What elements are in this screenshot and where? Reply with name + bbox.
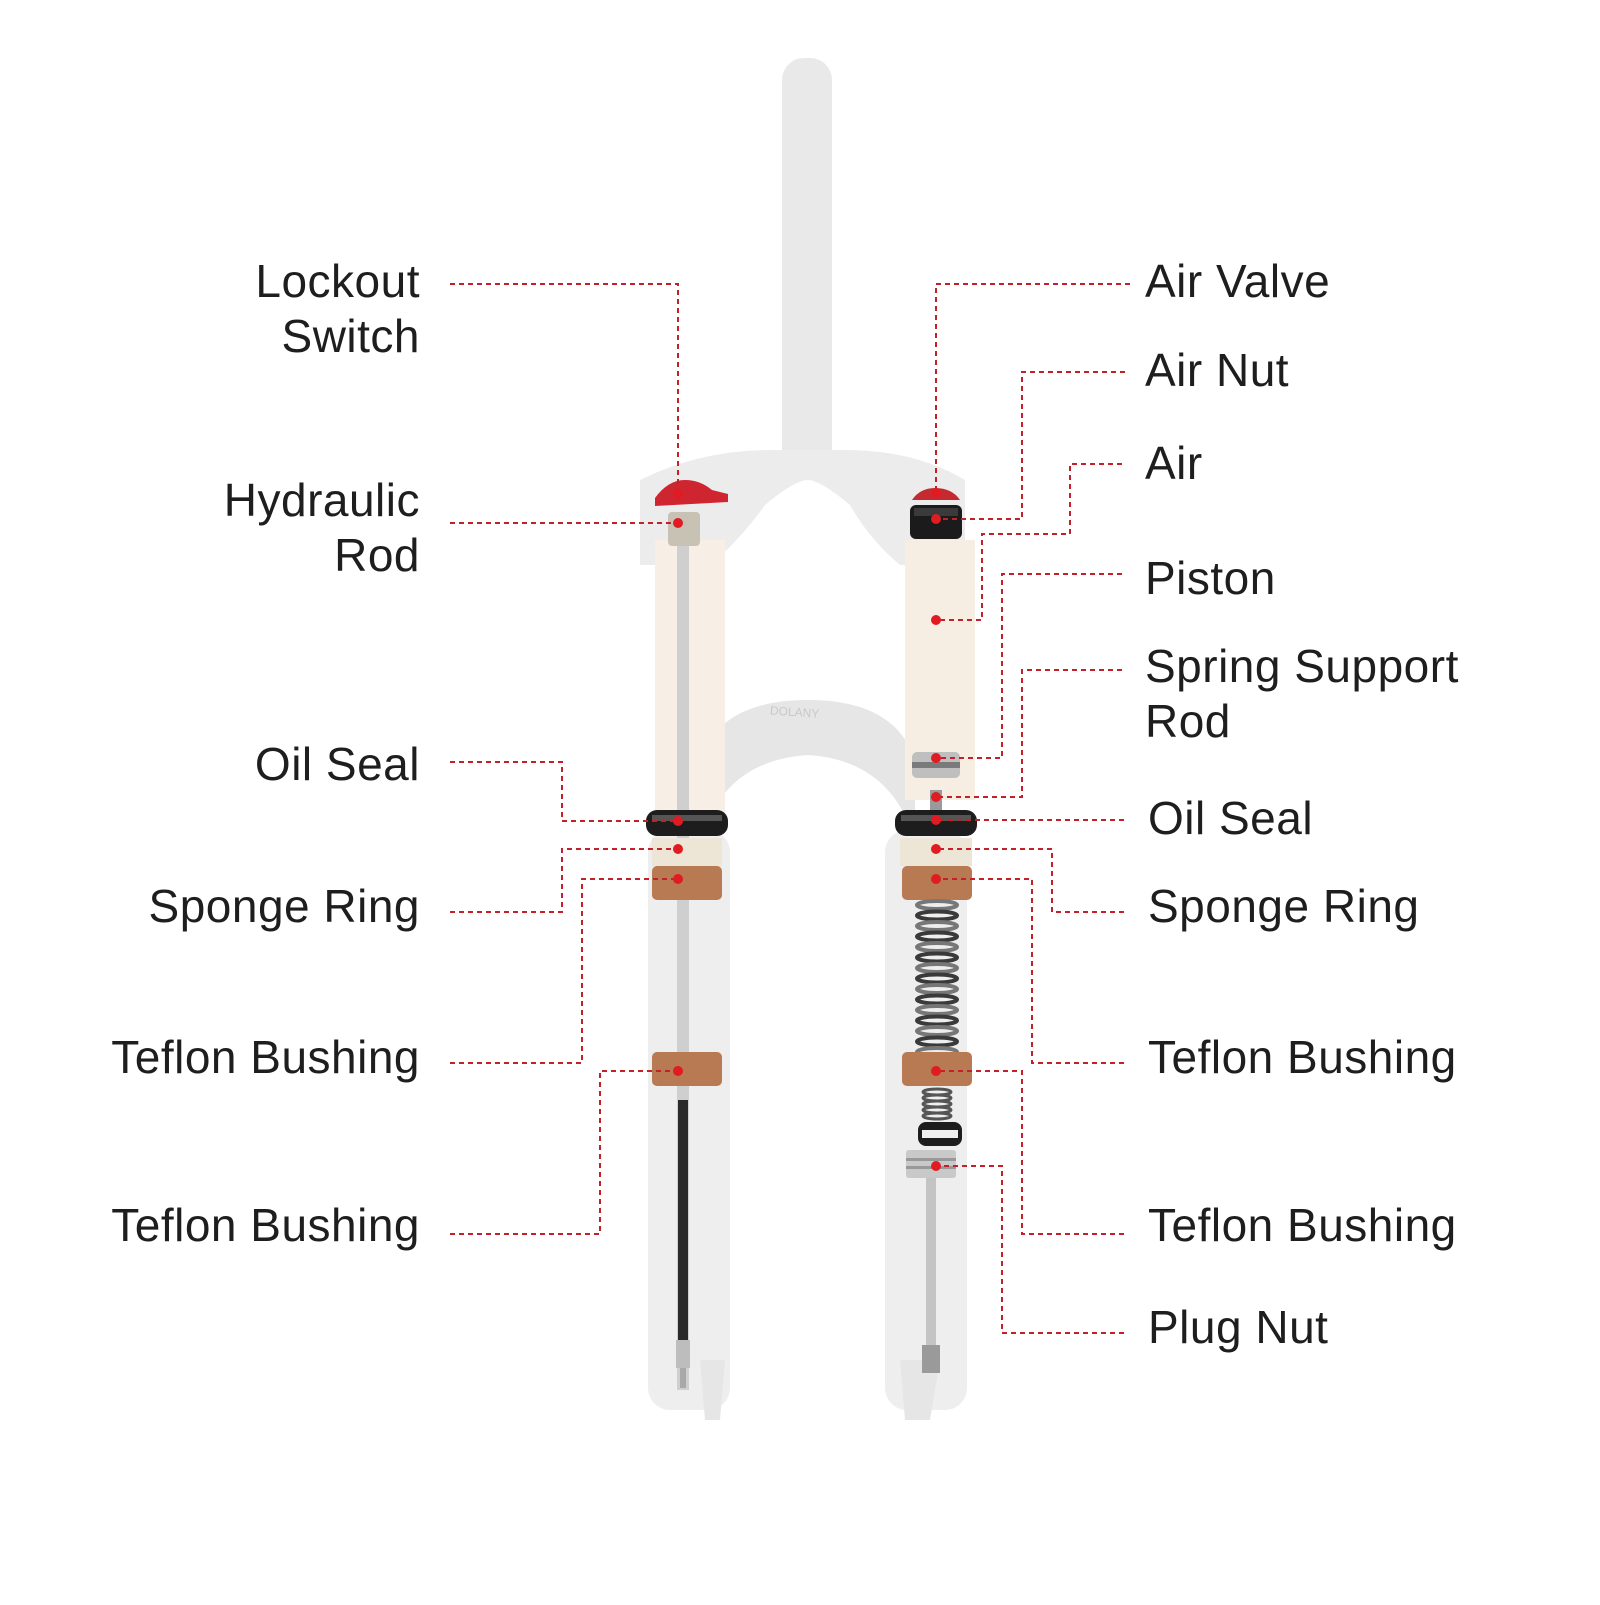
leader-oil-seal-left (450, 761, 678, 822)
leader-plug-nut-dot (931, 1161, 941, 1171)
leader-air-nut-dot (931, 514, 941, 524)
left-oil-seal (646, 810, 728, 836)
label-teflon-bushing-left-lower: Teflon Bushing (111, 1199, 420, 1251)
spring-coil (915, 983, 959, 995)
label-air: Air (1145, 437, 1203, 489)
leader-air-valve (935, 283, 1130, 493)
left-lower-bushing (652, 1052, 722, 1086)
plug-nut (906, 1150, 956, 1178)
lockout-switch-cap (655, 480, 728, 506)
label-hydraulic-rod: Hydraulic Rod (223, 474, 420, 581)
leader-hydraulic-rod-dot (673, 518, 683, 528)
spring-coil (915, 1014, 959, 1027)
label-spring-support-rod: Spring Support Rod (1145, 640, 1459, 747)
label-teflon-bushing-right-upper: Teflon Bushing (1148, 1031, 1457, 1083)
leader-teflon-bushing-left-upper-dot (673, 874, 683, 884)
leader-lockout-switch (450, 283, 679, 494)
leader-sponge-ring-left-dot (673, 844, 683, 854)
label-lockout-switch: Lockout Switch (255, 255, 420, 362)
spring-coil (915, 951, 959, 964)
coil-spring (915, 899, 959, 1121)
spring-coil (915, 972, 959, 985)
leader-teflon-bushing-left-lower (450, 1070, 678, 1235)
left-foot-nut (676, 1340, 690, 1368)
label-air-valve: Air Valve (1145, 255, 1331, 307)
leader-teflon-bushing-left-upper (450, 878, 678, 1064)
steerer-tube (782, 58, 832, 478)
leader-sponge-ring-right-dot (931, 844, 941, 854)
spring-coil (915, 1025, 959, 1037)
fork-arch (700, 700, 915, 840)
leader-oil-seal-right-dot (931, 815, 941, 825)
label-oil-seal-right: Oil Seal (1148, 792, 1314, 844)
spring-coil (915, 920, 959, 932)
right-dropout (900, 1360, 940, 1420)
leader-teflon-bushing-left-lower-dot (673, 1066, 683, 1076)
hydraulic-rod-top (668, 512, 700, 546)
label-teflon-bushing-left-upper: Teflon Bushing (111, 1031, 420, 1083)
label-sponge-ring-left: Sponge Ring (148, 880, 420, 932)
leader-teflon-bushing-right-upper (936, 878, 1124, 1064)
leader-teflon-bushing-right-lower-dot (931, 1066, 941, 1076)
spring-coil (921, 1111, 953, 1121)
spring-coil (915, 962, 959, 974)
label-air-nut: Air Nut (1145, 344, 1290, 396)
leader-teflon-bushing-right-upper-dot (931, 874, 941, 884)
label-sponge-ring-right: Sponge Ring (1148, 880, 1420, 932)
leader-lockout-switch-dot (673, 489, 683, 499)
leader-sponge-ring-left (450, 848, 678, 913)
leader-air (936, 463, 1122, 621)
leader-air-dot (931, 615, 941, 625)
label-oil-seal-left: Oil Seal (254, 738, 420, 790)
spring-coil (915, 930, 959, 943)
leader-spring-support-rod-dot (931, 792, 941, 802)
leader-air-valve-dot (931, 488, 941, 498)
left-dropout (700, 1360, 725, 1420)
label-plug-nut: Plug Nut (1148, 1301, 1329, 1353)
spring-coil (915, 909, 959, 922)
left-damper-shaft-dark (678, 1100, 688, 1340)
spring-coil (915, 1004, 959, 1016)
leader-lines (450, 283, 1130, 1334)
leader-piston (936, 573, 1122, 759)
leader-oil-seal-left-dot (673, 816, 683, 826)
arch-logo: DOLANY (770, 703, 820, 720)
label-piston: Piston (1145, 552, 1276, 604)
spring-coil (915, 993, 959, 1006)
spring-coil (915, 941, 959, 953)
leader-spring-support-rod (936, 669, 1122, 798)
leader-sponge-ring-right (936, 848, 1124, 913)
leader-air-nut (936, 371, 1125, 520)
right-shaft (926, 1178, 936, 1348)
label-teflon-bushing-right-lower: Teflon Bushing (1148, 1199, 1457, 1251)
fork-crown (640, 450, 965, 565)
spring-coil (915, 1035, 959, 1048)
left-upper-bushing (652, 866, 722, 900)
leader-piston-dot (931, 753, 941, 763)
spring-coil (915, 899, 959, 911)
leader-teflon-bushing-right-lower (936, 1070, 1124, 1235)
left-stanchion (655, 540, 725, 820)
left-sponge-ring (652, 838, 722, 866)
